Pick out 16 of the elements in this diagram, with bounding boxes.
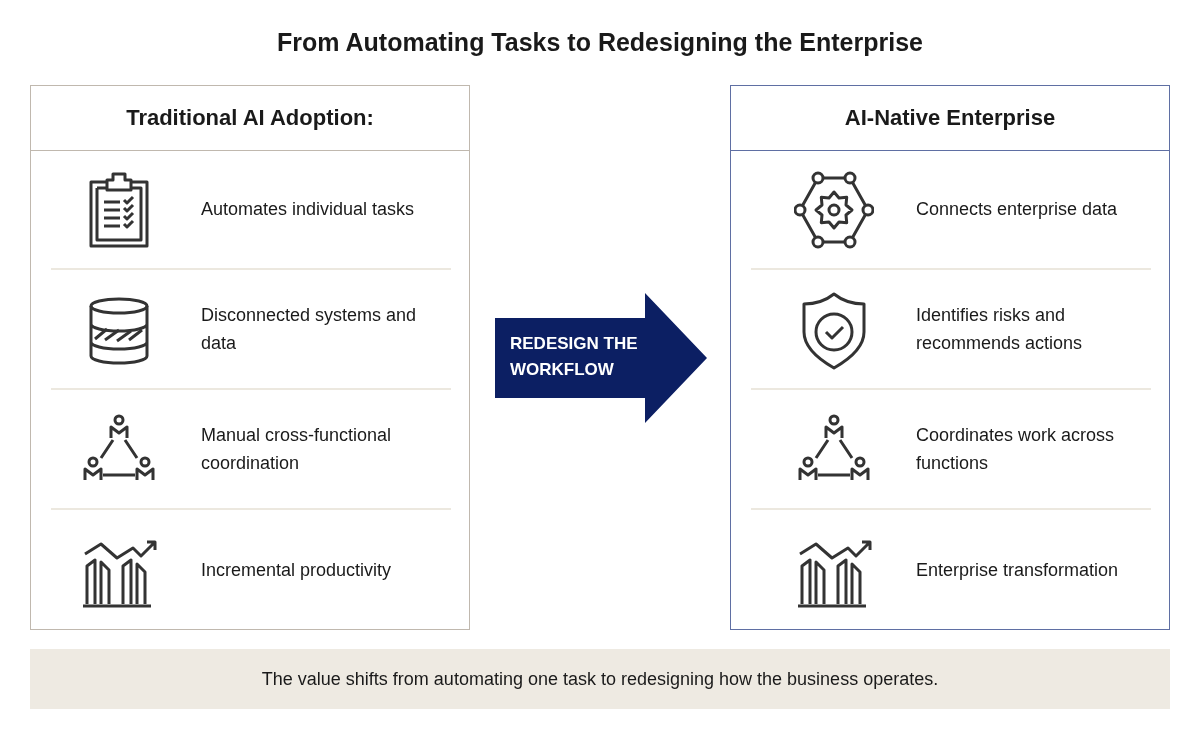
feature-text: Disconnected systems and data [201,304,418,355]
feature-text: Incremental productivity [201,559,393,582]
feature-text: Automates individual tasks [201,198,416,221]
panel-card [30,85,470,630]
feature-text: Connects enterprise data [916,198,1119,221]
summary-band [30,649,1170,709]
feature-text: Manual cross-functional coordination [201,424,393,475]
panel-heading: AI-Native Enterprise [844,105,1056,131]
arrow-label: REDESIGN THE WORKFLOW [510,333,639,381]
feature-text: Identifies risks and recommends actions [916,304,1084,355]
title: From Automating Tasks to Redesigning the Enterprise [276,28,924,57]
feature-text: Coordinates work across functions [916,424,1116,475]
summary-text: The value shifts from automating one task to redesigning how the business operates. [261,668,939,690]
panel-heading: Traditional AI Adoption: [126,105,374,131]
panel-card [730,85,1170,630]
feature-text: Enterprise transformation [916,559,1120,582]
